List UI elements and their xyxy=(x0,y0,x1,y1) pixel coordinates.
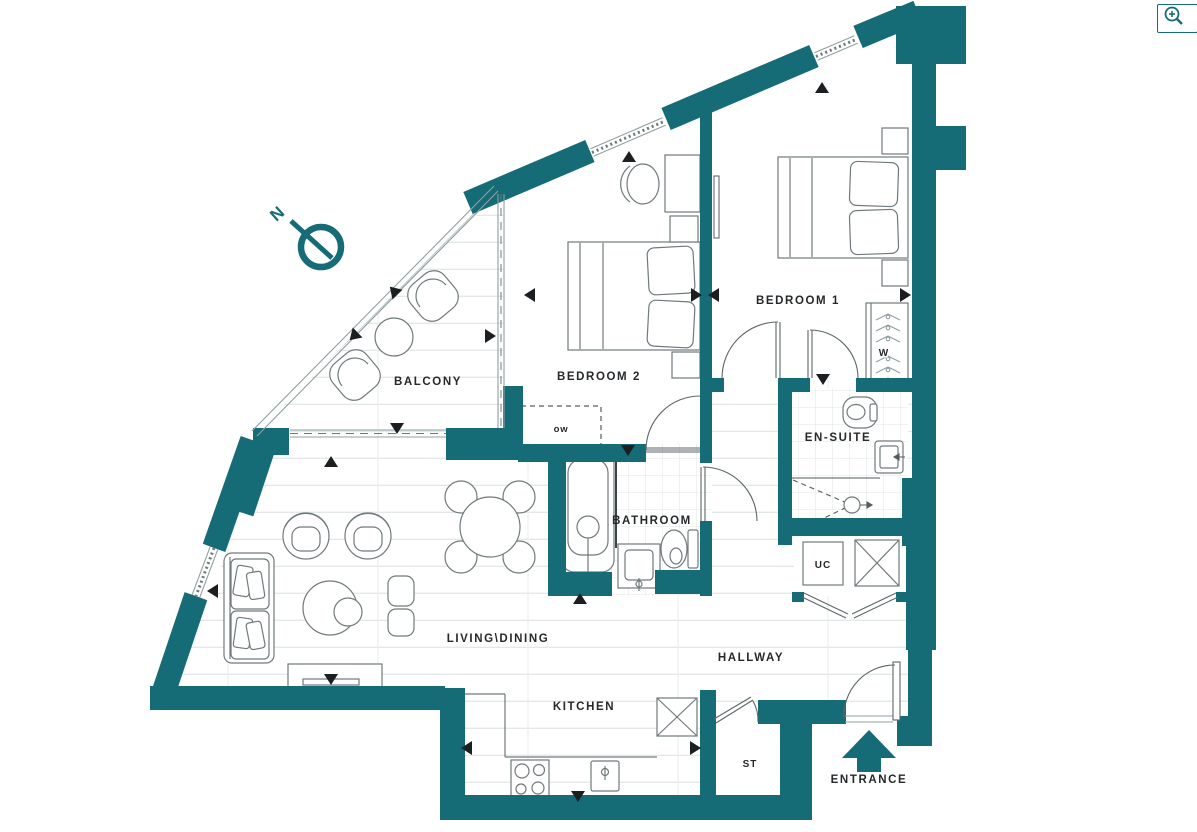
compass-north-label: N xyxy=(266,203,288,225)
zoom-button[interactable] xyxy=(1157,4,1197,33)
room-label-bedroom2: BEDROOM 2 xyxy=(557,371,641,383)
bathroom-fixtures xyxy=(561,451,699,591)
store-door xyxy=(713,696,759,724)
room-label-hallway: HALLWAY xyxy=(718,652,784,664)
bedroom2-door xyxy=(645,395,701,453)
room-label-bathroom: BATHROOM xyxy=(612,515,692,527)
balcony-chair xyxy=(329,349,381,401)
wardrobe xyxy=(865,302,909,388)
room-label-bedroom1: BEDROOM 1 xyxy=(756,295,840,307)
balcony-table xyxy=(374,317,414,357)
window-top-2 xyxy=(808,25,864,68)
room-label-kitchen: KITCHEN xyxy=(553,701,615,713)
hob xyxy=(510,759,550,799)
balcony-furniture xyxy=(329,270,459,401)
room-label-uc: UC xyxy=(815,560,831,571)
bedroom1-door xyxy=(721,321,781,379)
room-label-ensuite: EN-SUITE xyxy=(805,432,871,444)
store-floor xyxy=(716,712,780,797)
uc-box xyxy=(802,541,844,586)
room-label-store: ST xyxy=(743,759,758,770)
balcony-chair xyxy=(407,270,459,322)
window-left xyxy=(183,543,227,601)
balcony-side-glazing xyxy=(497,194,505,428)
wall-shelf xyxy=(713,175,720,239)
room-label-balcony: BALCONY xyxy=(394,376,462,388)
entrance-arrow-icon xyxy=(842,730,896,772)
balcony-door-glazing xyxy=(290,429,446,438)
magnifier-plus-icon xyxy=(1164,6,1183,25)
room-label-wardrobe: W xyxy=(879,348,889,359)
entrance-door xyxy=(843,661,901,723)
windows xyxy=(183,25,864,601)
bedroom2-furniture xyxy=(521,154,720,444)
desk-chair xyxy=(626,163,660,205)
entrance-label: ENTRANCE xyxy=(831,774,908,786)
north-compass-icon: N xyxy=(266,203,345,271)
balcony-railing xyxy=(251,185,499,437)
ensuite-door xyxy=(807,329,859,379)
walls xyxy=(150,0,966,820)
bedroom1-furniture xyxy=(777,127,909,388)
desk xyxy=(664,154,701,213)
uc-fixtures xyxy=(802,539,900,587)
uc-doors xyxy=(801,592,899,619)
living-furniture xyxy=(223,480,536,690)
room-label-ow: ow xyxy=(554,424,569,435)
bathroom-door xyxy=(700,466,758,522)
direction-markers xyxy=(207,82,911,802)
doors xyxy=(645,321,901,724)
room-label-living-dining: LIVING\DINING xyxy=(447,633,550,645)
apartment-floor xyxy=(158,16,960,800)
window-top-1 xyxy=(584,107,672,163)
sink xyxy=(590,760,620,792)
